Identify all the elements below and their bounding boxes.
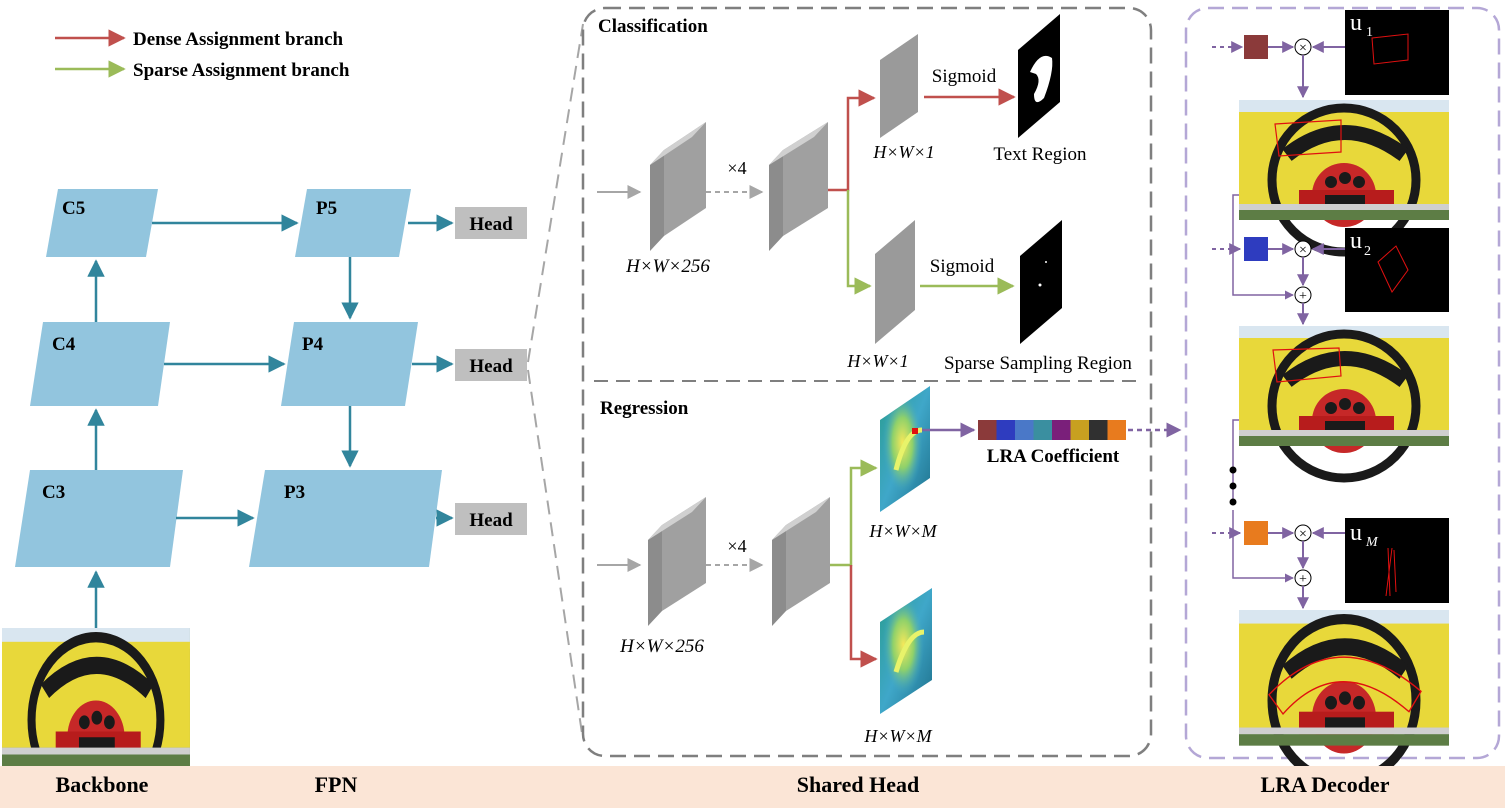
p5-label: P5 [316,198,337,219]
ellipsis-dot-2 [1229,482,1237,490]
cls-sparse-dim: H×W×1 [846,351,908,371]
multiply-symbol-m: × [1299,527,1307,542]
coefficient-segment [996,420,1015,440]
sparse-legend-label: Sparse Assignment branch [133,60,350,81]
coefficient-map-dense [880,588,932,714]
basis-label-m: u [1350,520,1362,546]
cls-feature-block-2 [769,122,828,251]
classification-title: Classification [598,16,708,37]
coef-square-m [1244,521,1268,545]
coefficient-map-sparse [880,386,930,512]
reg-dense-dim: H×W×M [863,726,932,746]
p5-block [295,189,411,257]
dense-sigmoid-label: Sigmoid [932,66,997,87]
footer-lra-decoder-label: LRA Decoder [1260,772,1390,797]
c3-label: C3 [42,482,65,503]
c4-block [30,322,170,406]
sparse-sigmoid-label: Sigmoid [930,256,995,277]
add-symbol-2: + [1299,289,1307,304]
p4-block [281,322,418,406]
basis-label-2: u [1350,228,1362,254]
shared-head: Classification Regression ×4 H×W×256 H×W… [581,6,1182,758]
multiply-symbol-1: × [1299,41,1307,56]
zoom-line-bottom [527,369,584,741]
text-score-map [880,34,918,138]
decoded-image-2 [1239,326,1449,478]
lra-decoder-frame [1184,6,1501,760]
footer-fpn-label: FPN [314,772,358,797]
footer-shared-head-label: Shared Head [796,772,920,797]
head-box-p4 [455,349,527,381]
basis-subscript-m: M [1365,535,1379,550]
sparse-region-label: Sparse Sampling Region [944,353,1132,374]
stage-footer [0,766,1505,808]
p4-label: P4 [302,334,324,355]
p3-block [249,470,442,567]
coefficient-segment [1107,420,1126,440]
reg-repeat-label: ×4 [727,536,746,556]
sparse-region-map [1020,220,1062,344]
c4-label: C4 [52,334,76,355]
reg-feature-block-1 [648,497,706,626]
reg-feature-block-2 [772,497,830,626]
cls-repeat-label: ×4 [727,158,746,178]
lra-coefficient-label: LRA Coefficient [987,446,1120,467]
text-region-map [1018,14,1060,138]
text-region-label: Text Region [993,144,1087,165]
backbone-fpn: C5 C4 C3 P5 P4 P3 Head Head Head [2,189,527,803]
regression-title: Regression [600,398,689,419]
lra-coefficient-vector [978,420,1126,440]
cls-dense-branch-arrow [828,89,876,192]
coefficient-segment [1052,420,1071,440]
coefficient-segment [978,420,997,440]
basis-map-m: u M [1345,518,1449,603]
basis-label-1: u [1350,10,1362,36]
head-label-p3: Head [469,510,513,531]
cls-feature-block-1 [650,122,706,251]
zoom-line-top [527,23,584,363]
basis-map-1: u 1 [1345,10,1449,95]
basis-subscript-2: 2 [1364,244,1371,259]
coefficient-segment [1015,420,1034,440]
basis-subscript-1: 1 [1366,25,1373,40]
coefficient-segment [1033,420,1052,440]
footer-backbone-label: Backbone [55,772,149,797]
basis-map-2: u 2 [1345,228,1449,312]
sparse-score-map [875,220,915,344]
dense-legend-label: Dense Assignment branch [133,29,344,50]
ellipsis-dot-1 [1229,466,1237,474]
coef-square-2 [1244,237,1268,261]
coefficient-segment [1070,420,1089,440]
p3-label: P3 [284,482,305,503]
head-box-p5 [455,207,527,239]
c5-block [46,189,158,257]
reg-dense-branch-arrow [849,565,878,668]
multiply-symbol-2: × [1299,243,1307,258]
decoded-image-final [1239,610,1449,782]
head-box-p3 [455,503,527,535]
reg-sparse-branch-arrow [830,459,878,567]
c3-block [15,470,183,567]
c5-label: C5 [62,198,85,219]
cls-dense-dim: H×W×1 [872,142,934,162]
legend: Dense Assignment branch Sparse Assignmen… [55,29,350,81]
reg-feature-dim: H×W×256 [619,636,704,657]
ellipsis-dot-3 [1229,498,1237,506]
coef-square-1 [1244,35,1268,59]
lra-decoder: × u 1 × + u 2 [1184,6,1501,782]
decoded-image-1 [1239,100,1449,252]
reg-sparse-dim: H×W×M [868,521,937,541]
head-label-p4: Head [469,356,513,377]
head-label-p5: Head [469,214,513,235]
coefficient-segment [1089,420,1108,440]
cls-sparse-branch-arrow [846,190,872,295]
cls-feature-dim: H×W×256 [625,256,710,277]
add-symbol-m: + [1299,572,1307,587]
